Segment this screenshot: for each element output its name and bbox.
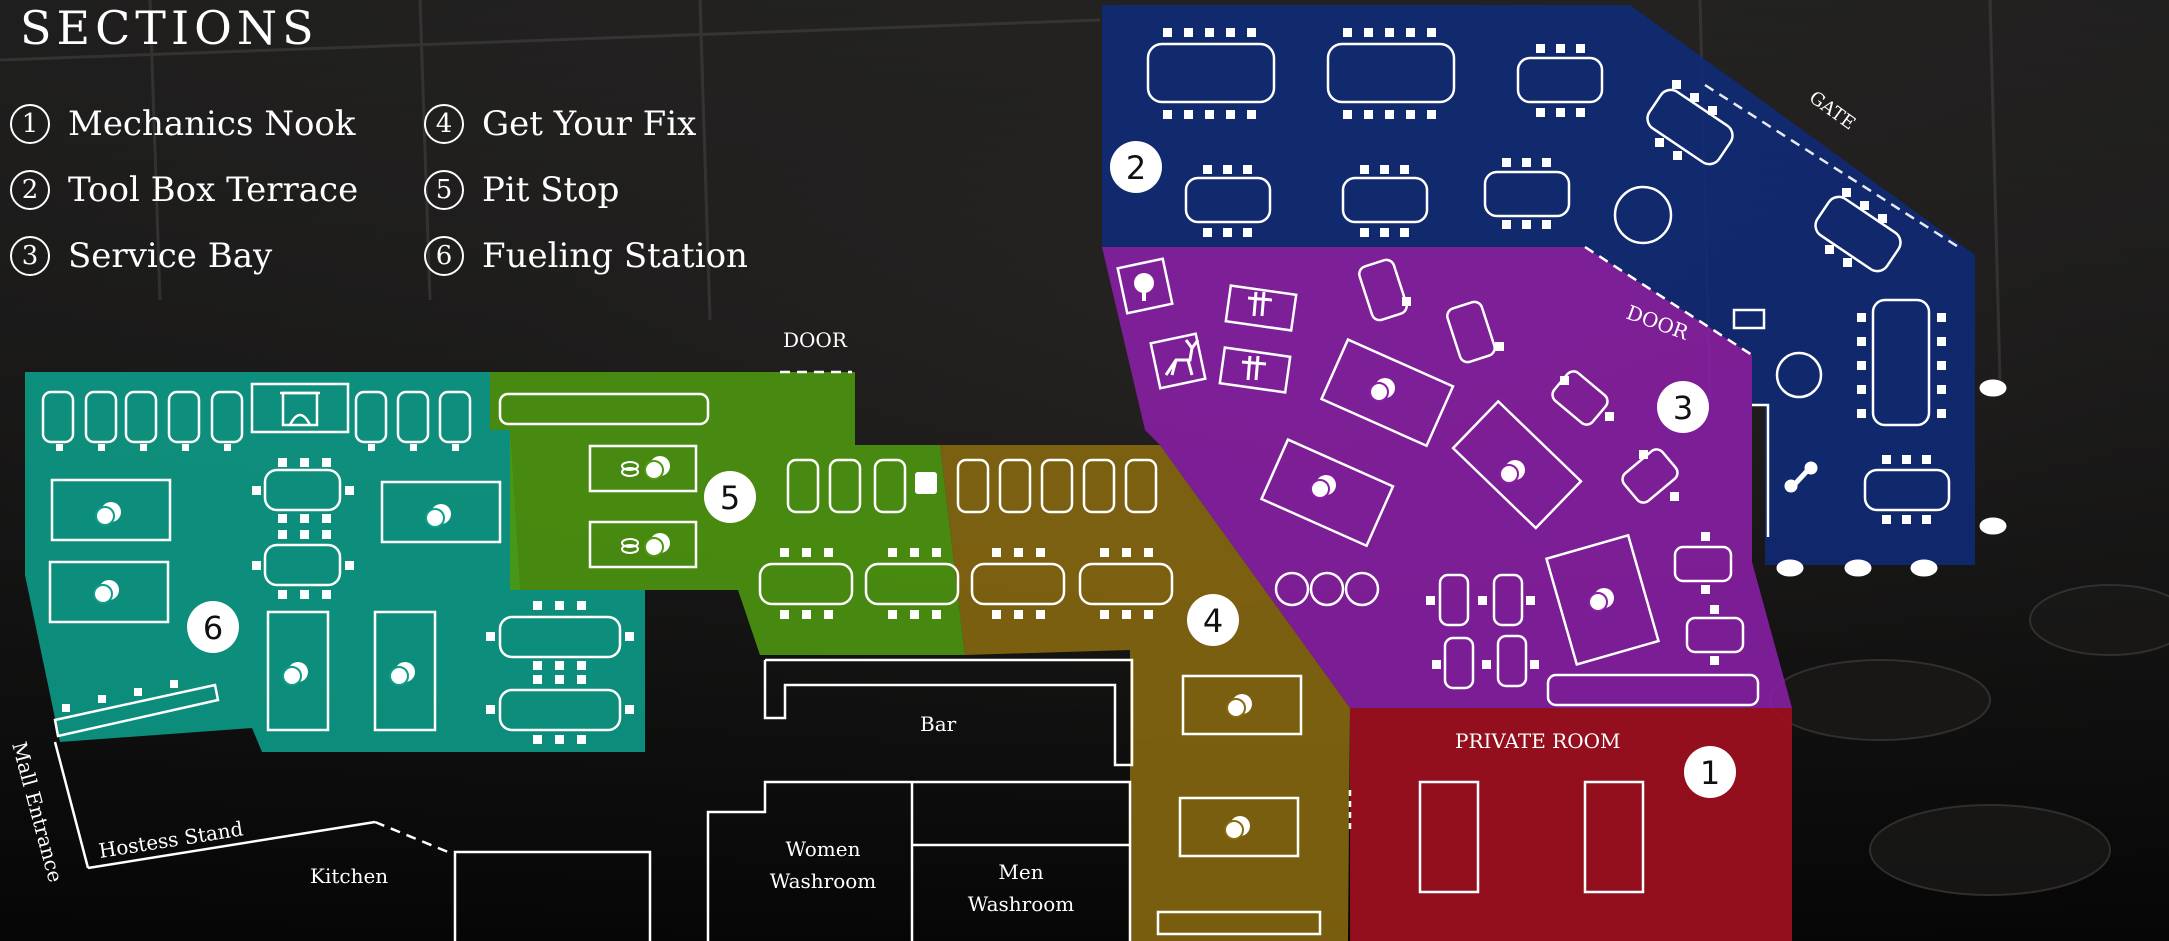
section-4-furniture <box>956 458 1303 858</box>
section-3-furniture <box>1116 257 1745 690</box>
golf-ball-icon <box>1134 273 1154 301</box>
seat-stool-icon <box>1776 379 2007 577</box>
billiard-ball-icon <box>644 456 670 557</box>
service-walls <box>53 83 1961 941</box>
private-room-label: PRIVATE ROOM <box>1455 729 1620 753</box>
section-6-furniture <box>41 382 634 744</box>
section-2-furniture <box>1146 28 2007 577</box>
legend-label: Tool Box Terrace <box>68 170 359 210</box>
svg-text:1: 1 <box>1700 754 1720 792</box>
section-badge-2[interactable]: 2 <box>1110 141 1162 193</box>
section-1-furniture <box>1418 780 1645 894</box>
billiard-ball-icon <box>93 502 451 686</box>
legend-item-tool-box-terrace[interactable]: 2 Tool Box Terrace <box>10 170 358 210</box>
section-4-area[interactable] <box>940 445 1350 941</box>
legend-item-pit-stop[interactable]: 5 Pit Stop <box>424 170 619 210</box>
deer-icon <box>1164 339 1200 376</box>
women-washroom-label-line1: Women <box>786 837 861 861</box>
door-label-top: DOOR <box>783 328 848 352</box>
section-badge-1[interactable]: 1 <box>1684 746 1736 798</box>
section-5-furniture <box>498 392 960 619</box>
section-6-area[interactable] <box>25 372 645 752</box>
women-washroom-label-line2: Washroom <box>770 869 877 893</box>
legend-item-service-bay[interactable]: 3 Service Bay <box>10 236 272 276</box>
legend-label: Service Bay <box>68 236 273 276</box>
foosball-icon <box>1241 291 1273 381</box>
legend-number-1: 1 <box>10 104 50 144</box>
svg-text:2: 2 <box>1126 149 1146 187</box>
gate-label: GATE <box>1805 87 1859 134</box>
legend-item-mechanics-nook[interactable]: 1 Mechanics Nook <box>10 104 356 144</box>
legend-number-2: 2 <box>10 170 50 210</box>
billiard-ball-icon <box>1224 694 1252 840</box>
legend-label: Fueling Station <box>482 236 748 276</box>
mall-entrance-label: Mall Entrance <box>7 739 68 885</box>
fireplace-icon <box>280 391 320 427</box>
legend-number-5: 5 <box>424 170 464 210</box>
legend-item-get-your-fix[interactable]: 4 Get Your Fix <box>424 104 696 144</box>
men-washroom-label-line2: Washroom <box>968 892 1075 916</box>
legend-label: Pit Stop <box>482 170 620 210</box>
billiard-ball-icon <box>1310 378 1614 612</box>
section-badge-4[interactable]: 4 <box>1187 594 1239 646</box>
legend-item-fueling-station[interactable]: 6 Fueling Station <box>424 236 748 276</box>
section-2-area[interactable] <box>1102 5 1975 565</box>
section-badge-6[interactable]: 6 <box>187 601 239 653</box>
coin-stack-icon <box>621 461 639 554</box>
legend-number-4: 4 <box>424 104 464 144</box>
svg-text:4: 4 <box>1203 602 1223 640</box>
legend-number-3: 3 <box>10 236 50 276</box>
seat-stool-icon <box>915 472 937 494</box>
svg-text:3: 3 <box>1673 389 1693 427</box>
section-1-area[interactable] <box>1350 708 1792 941</box>
dog-bone-icon <box>1784 461 1818 493</box>
section-badge-3[interactable]: 3 <box>1657 381 1709 433</box>
bar-label: Bar <box>920 712 957 736</box>
section-3-area[interactable] <box>1102 247 1792 708</box>
legend-label: Mechanics Nook <box>68 104 356 144</box>
legend-title: SECTIONS <box>20 1 319 55</box>
men-washroom-label-line1: Men <box>998 860 1043 884</box>
kitchen-label: Kitchen <box>310 864 388 888</box>
legend-number-6: 6 <box>424 236 464 276</box>
legend-label: Get Your Fix <box>482 104 697 144</box>
section-badge-5[interactable]: 5 <box>704 471 756 523</box>
svg-text:6: 6 <box>203 609 223 647</box>
svg-text:5: 5 <box>720 479 740 517</box>
